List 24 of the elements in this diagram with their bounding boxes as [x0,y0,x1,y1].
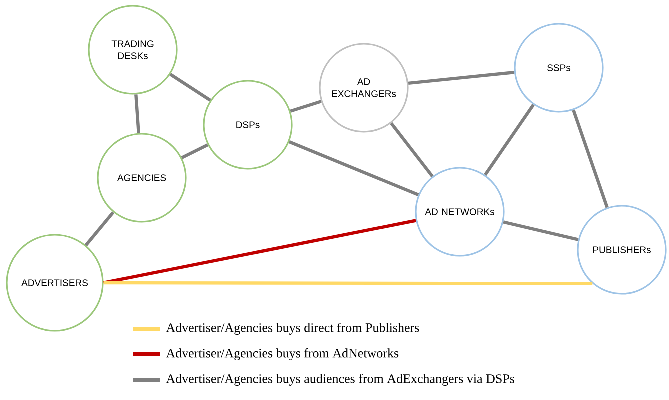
connector-line [84,211,115,246]
connector-line [503,220,579,242]
connector-line [408,70,515,86]
connector-line [170,73,212,102]
legend-text: Advertiser/Agencies buys direct from Publishers [166,323,420,335]
circle-node: DSPs [203,80,293,170]
connector-line [484,104,535,176]
connector-line [572,110,609,208]
connector-line [288,140,420,196]
circle-node: AD NETWORKs [415,167,505,257]
connector-line [390,122,434,178]
legend-text: Advertiser/Agencies buys from AdNetworks [166,348,399,360]
circle-node: PUBLISHERs [577,205,667,295]
connector-line [181,144,209,160]
connector-line [134,94,140,134]
legend-text: Advertiser/Agencies buys audiences from AdExchangers via DSPs [166,374,514,386]
connector-line [104,281,593,286]
connector-line [104,219,416,285]
circle-node: AGENCIES [97,133,187,223]
circle-node: AD EXCHANGERs [319,43,409,133]
connector-line [290,100,322,113]
circle-node: ADVERTISERS [6,234,104,332]
circle-node: TRADING DESKs [88,5,178,95]
circle-node: SSPs [514,23,604,113]
